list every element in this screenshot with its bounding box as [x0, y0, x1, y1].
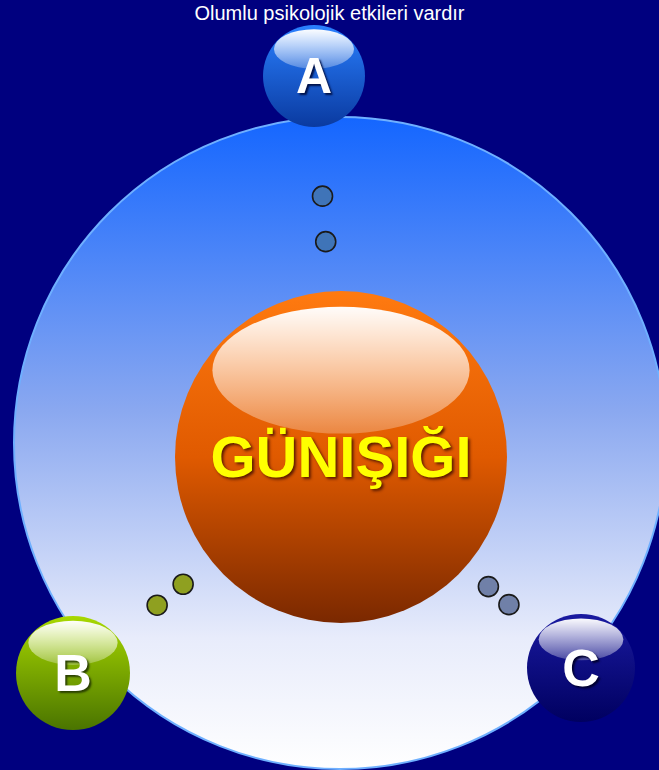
sphere-body — [16, 616, 130, 730]
sun-sphere: GÜNIŞIĞI — [174, 290, 508, 624]
outer-circle — [14, 117, 659, 769]
connector-dot — [478, 577, 498, 597]
sphere-highlight — [212, 307, 469, 434]
sphere-body — [263, 25, 365, 127]
letter-sphere: B — [15, 615, 131, 731]
connector-dot — [316, 232, 336, 252]
connector-dot — [313, 186, 333, 206]
node-label: GÜNIŞIĞI — [210, 428, 471, 486]
letter-sphere: A — [262, 24, 366, 128]
node-label: B — [54, 647, 92, 699]
sphere-body — [175, 291, 507, 623]
slide-text: Olumlu psikolojik etkileri vardır — [0, 2, 659, 25]
dot-connector — [313, 186, 336, 252]
node-label: A — [296, 51, 332, 101]
node-label: C — [562, 642, 600, 694]
connector-dot — [173, 574, 193, 594]
connector-dot — [147, 595, 167, 615]
letter-sphere: C — [526, 613, 636, 723]
connector-dot — [499, 595, 519, 615]
dot-connector — [478, 577, 519, 615]
dot-connector — [147, 574, 193, 615]
sphere-body — [527, 614, 635, 722]
